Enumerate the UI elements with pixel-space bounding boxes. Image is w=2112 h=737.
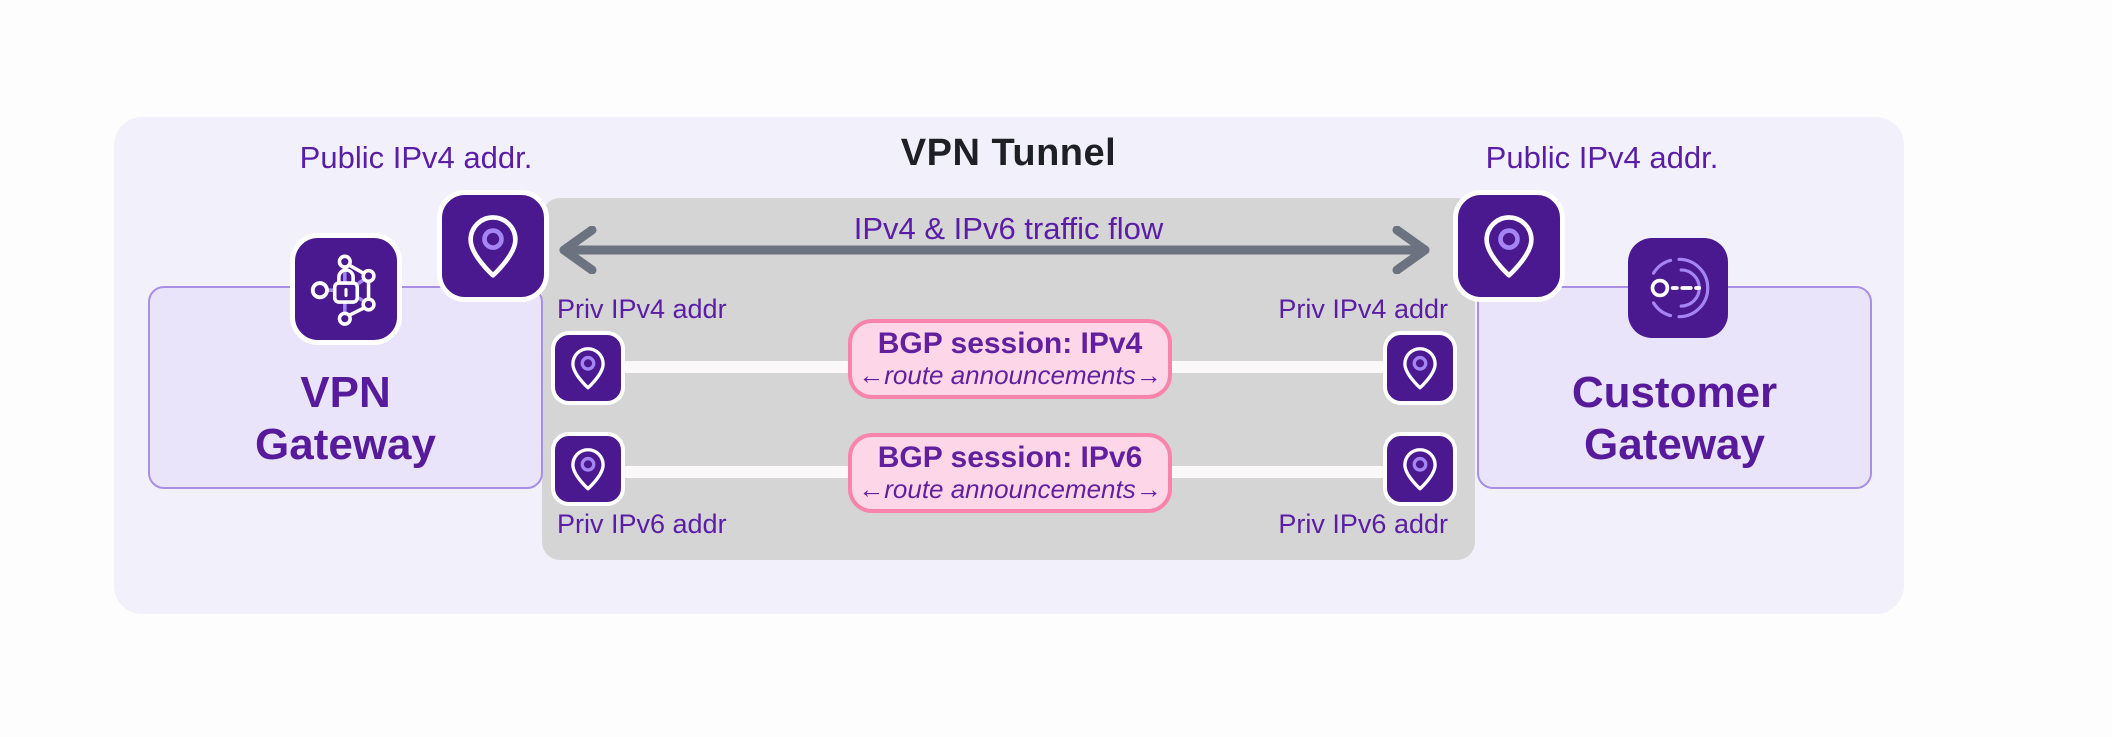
location-pin-icon (437, 190, 549, 302)
left-priv-ipv6-label: Priv IPv6 addr (557, 509, 727, 539)
network-lock-icon (290, 233, 402, 345)
location-pin-icon (1453, 190, 1565, 302)
customer-gateway-label: Customer Gateway (1571, 367, 1778, 469)
gateway-arcs-icon (1628, 238, 1728, 338)
bgp-session-ipv4-title: BGP session: IPv4 (877, 326, 1143, 360)
location-pin-icon (551, 432, 625, 506)
vpn-tunnel-title: VPN Tunnel (900, 132, 1117, 174)
left-priv-ipv4-label: Priv IPv4 addr (557, 294, 727, 324)
bgp-session-ipv6-title: BGP session: IPv6 (877, 440, 1143, 474)
location-pin-icon (1383, 331, 1457, 405)
vpn-gateway-label: VPN Gateway (255, 367, 436, 469)
bgp-session-ipv4-badge: BGP session: IPv4 ←route announcements→ (848, 319, 1172, 399)
right-priv-ipv6-label: Priv IPv6 addr (1278, 509, 1448, 539)
bgp-session-ipv4-subtitle: ←route announcements→ (858, 360, 1162, 391)
right-priv-ipv4-label: Priv IPv4 addr (1278, 294, 1448, 324)
bgp-session-ipv6-badge: BGP session: IPv6 ←route announcements→ (848, 433, 1172, 513)
vpn-public-ip-label: Public IPv4 addr. (299, 140, 533, 175)
location-pin-icon (1383, 432, 1457, 506)
location-pin-icon (551, 331, 625, 405)
traffic-flow-label: IPv4 & IPv6 traffic flow (853, 211, 1164, 246)
customer-public-ip-label: Public IPv4 addr. (1485, 140, 1719, 175)
double-arrow-icon (552, 226, 1437, 274)
bgp-session-ipv6-subtitle: ←route announcements→ (858, 474, 1162, 505)
